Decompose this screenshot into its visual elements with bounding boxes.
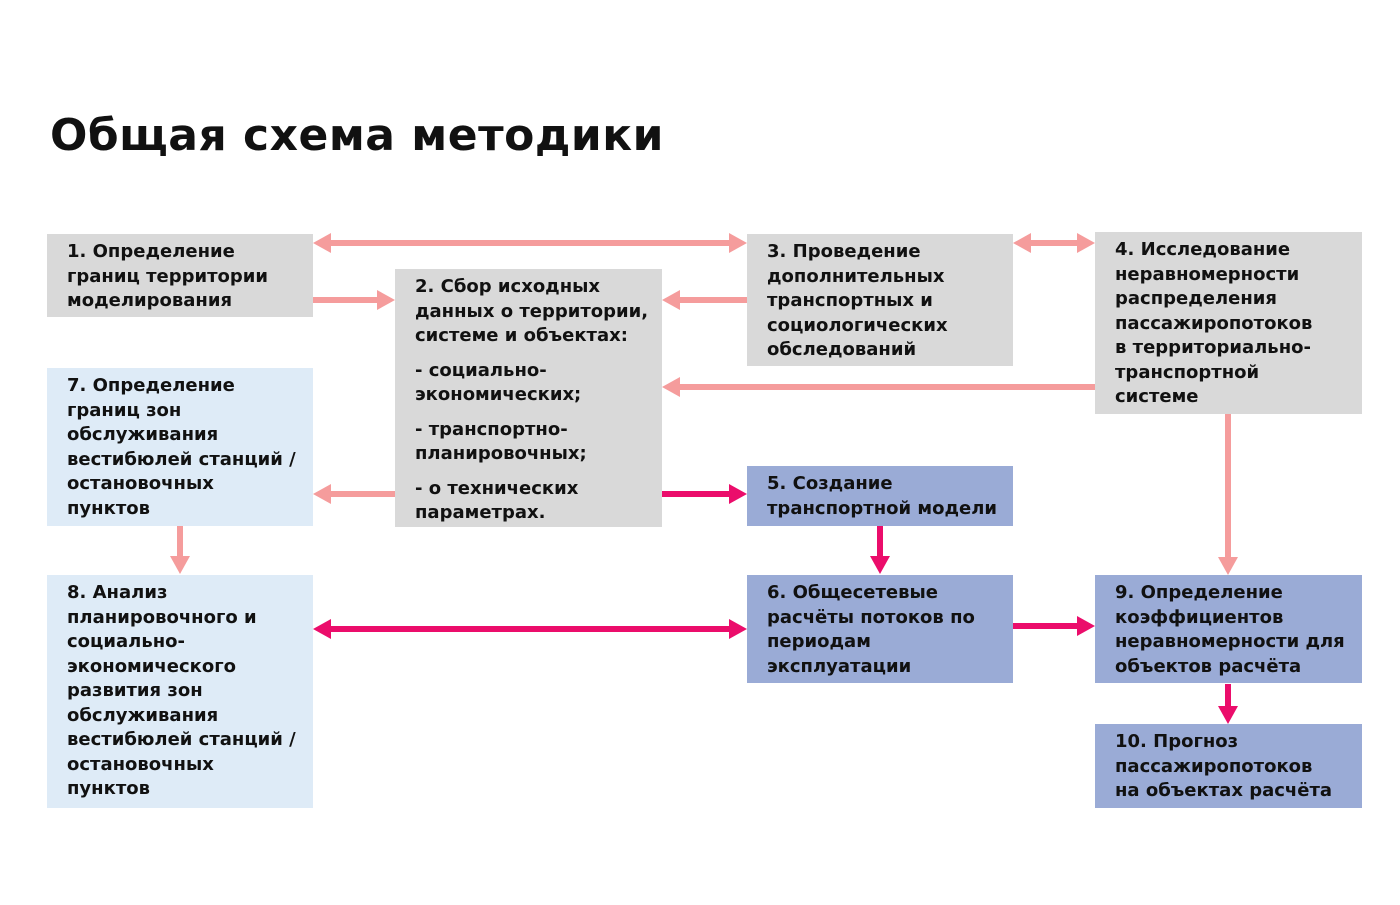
box-10-line: на объектах расчёта <box>1115 780 1333 801</box>
box-5-line: транспортной модели <box>767 497 997 519</box>
box-2-item-line: - о технических <box>415 477 579 499</box>
box-6-line: эксплуатации <box>767 655 912 677</box>
arrow-3-2 <box>662 290 747 310</box>
box-2-item-line: - транспортно- <box>415 418 568 440</box>
box-8-line: экономического <box>67 655 236 677</box>
arrow-5-6 <box>870 526 890 574</box>
arrow-2-7 <box>313 484 395 504</box>
box-3-line: социологических <box>767 314 948 336</box>
arrow-6-9 <box>1013 616 1095 636</box>
box-7-line: обслуживания <box>67 424 219 445</box>
box-3-line: транспортных и <box>767 290 933 311</box>
box-2-item-line: - социально- <box>415 359 547 381</box>
box-2-data-collection: 2. Сбор исходных данных о территории, си… <box>395 269 662 527</box>
box-6-line: 6. Общесетевые <box>767 582 938 603</box>
box-1-line: 1. Определение <box>67 241 235 262</box>
box-1-line: границ территории <box>67 265 269 287</box>
box-7-line: пунктов <box>67 497 151 519</box>
box-7-line: границ зон <box>67 399 182 421</box>
arrow-4-9 <box>1218 414 1238 575</box>
box-2-line: системе и объектах: <box>415 325 628 346</box>
box-3-line: дополнительных <box>767 265 945 287</box>
box-4-line: пассажиропотоков <box>1115 312 1313 334</box>
box-3-surveys: 3. Проведение дополнительных транспортны… <box>747 234 1013 366</box>
box-8-line: остановочных <box>67 753 214 775</box>
box-3-line: обследований <box>767 339 917 360</box>
box-10-forecast: 10. Прогноз пассажиропотоков на объектах… <box>1095 724 1362 808</box>
box-6-network-calculations: 6. Общесетевые расчёты потоков по период… <box>747 575 1013 683</box>
box-4-unevenness-study: 4. Исследование неравномерности распреде… <box>1095 232 1362 414</box>
arrow-8-6 <box>313 619 747 639</box>
box-6-line: периодам <box>767 631 871 652</box>
arrow-1-3 <box>313 233 747 253</box>
box-8-line: социально- <box>67 631 185 652</box>
box-1-line: моделирования <box>67 290 233 311</box>
box-2-line: 2. Сбор исходных <box>415 276 601 297</box>
box-8-analysis: 8. Анализ планировочного и социально- эк… <box>47 575 313 808</box>
box-7-line: остановочных <box>67 473 214 494</box>
box-2-line: данных о территории, <box>415 300 649 322</box>
box-6-line: расчёты потоков по <box>767 606 975 628</box>
box-5-line: 5. Создание <box>767 473 893 494</box>
box-4-line: системе <box>1115 386 1199 407</box>
box-7-line: вестибюлей станций / <box>67 448 296 470</box>
box-8-line: обслуживания <box>67 704 219 726</box>
box-2-item-line: экономических; <box>415 384 582 405</box>
arrow-4-2 <box>662 377 1095 397</box>
box-9-line: коэффициентов <box>1115 606 1284 628</box>
box-4-line: распределения <box>1115 288 1277 309</box>
box-2-item-line: параметрах. <box>415 502 546 523</box>
box-10-line: 10. Прогноз <box>1115 731 1239 752</box>
box-4-line: 4. Исследование <box>1115 239 1291 260</box>
arrow-2-5 <box>662 484 747 504</box>
box-8-line: пунктов <box>67 778 151 799</box>
arrow-9-10 <box>1218 684 1238 724</box>
box-7-service-zones: 7. Определение границ зон обслуживания в… <box>47 368 313 526</box>
box-9-line: 9. Определение <box>1115 582 1283 603</box>
box-7-line: 7. Определение <box>67 375 235 396</box>
box-8-line: планировочного и <box>67 606 257 628</box>
box-9-line: неравномерности для <box>1115 631 1345 652</box>
box-9-coefficients: 9. Определение коэффициентов неравномерн… <box>1095 575 1362 683</box>
box-8-line: 8. Анализ <box>67 582 168 603</box>
box-5-transport-model: 5. Создание транспортной модели <box>747 466 1013 526</box>
arrow-7-8 <box>170 526 190 574</box>
box-3-line: 3. Проведение <box>767 241 921 262</box>
arrow-3-4 <box>1013 233 1095 253</box>
box-4-line: в территориально- <box>1115 337 1311 358</box>
page-title: Общая схема методики <box>50 110 664 161</box>
box-10-line: пассажиропотоков <box>1115 755 1313 777</box>
box-4-line: неравномерности <box>1115 263 1300 285</box>
box-4-line: транспортной <box>1115 361 1260 383</box>
box-9-line: объектов расчёта <box>1115 655 1302 677</box>
box-8-line: вестибюлей станций / <box>67 729 296 750</box>
arrow-1-2 <box>313 290 395 310</box>
box-8-line: развития зон <box>67 680 203 701</box>
box-2-item-line: планировочных; <box>415 443 587 464</box>
box-1-territory-boundaries: 1. Определение границ территории моделир… <box>47 234 313 317</box>
